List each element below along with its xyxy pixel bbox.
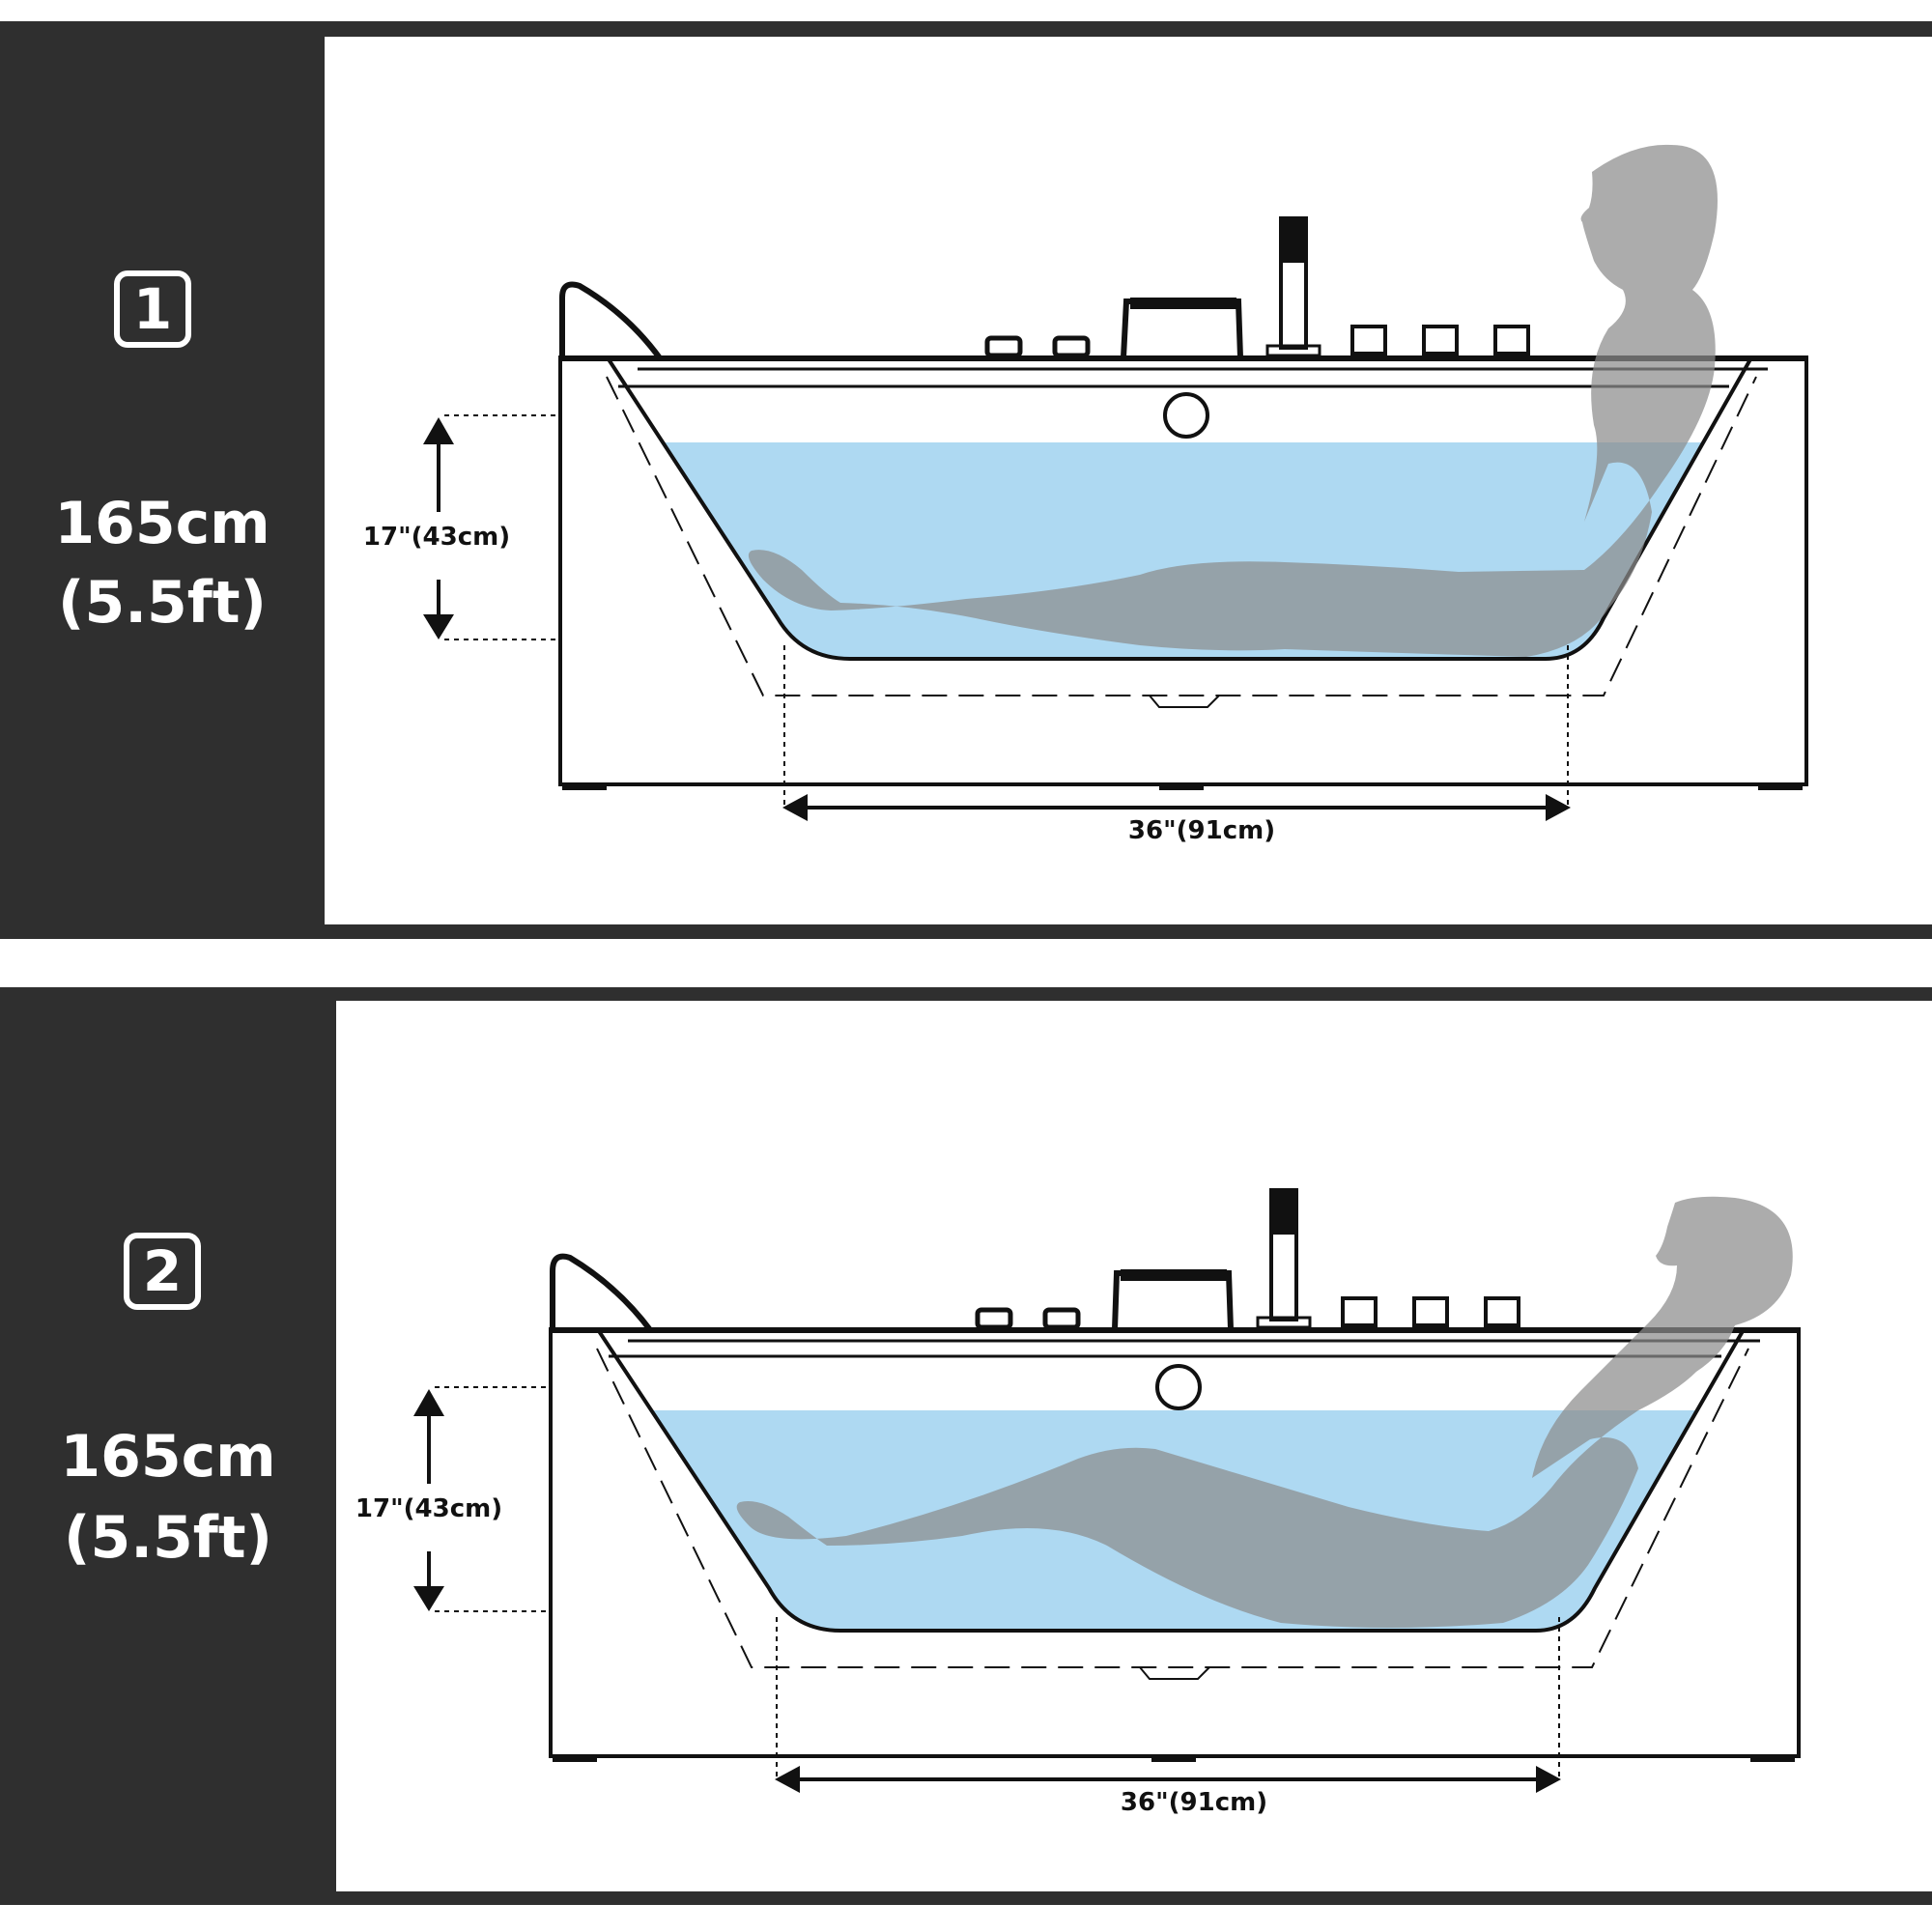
outer-skirt-dashed <box>606 376 1757 696</box>
depth-dimension-label: 17"(43cm) <box>355 1494 502 1523</box>
depth-dimension-label: 17"(43cm) <box>363 523 510 552</box>
deck-valve <box>1422 325 1459 355</box>
comparison-panel-1: 1 165cm (5.5ft) <box>0 21 1932 939</box>
inner-basin <box>597 1329 1745 1633</box>
deck-knob <box>984 335 1023 358</box>
overflow-drain <box>1155 1364 1202 1410</box>
bathtub-diagram-stage: 17"(43cm) 36"(91cm) <box>336 1001 1932 1891</box>
tub-foot <box>1758 782 1803 790</box>
person-height-ft: (5.5ft) <box>58 569 267 637</box>
tub-foot <box>1151 1754 1196 1762</box>
inner-basin <box>607 357 1752 661</box>
deck-valve <box>1350 325 1387 355</box>
deck-knob <box>1042 1307 1081 1330</box>
width-dimension-label: 36"(91cm) <box>1128 816 1275 845</box>
deck-valve <box>1484 1296 1520 1327</box>
panel-sidebar: 1 165cm (5.5ft) <box>0 21 325 939</box>
width-dimension-label: 36"(91cm) <box>1121 1788 1267 1817</box>
person-height-ft: (5.5ft) <box>64 1504 272 1572</box>
tub-foot <box>562 782 607 790</box>
panel-number-badge: 2 <box>124 1233 201 1310</box>
tub-spout <box>1112 1270 1234 1330</box>
deck-valve <box>1412 1296 1449 1327</box>
person-height-cm: 165cm <box>60 1423 276 1491</box>
tub-foot <box>1159 782 1204 790</box>
panel-sidebar: 2 165cm (5.5ft) <box>0 987 336 1905</box>
outer-skirt-dashed <box>596 1348 1749 1668</box>
deck-knob <box>1052 335 1091 358</box>
headrest <box>559 281 664 361</box>
bathtub-diagram-stage: 17"(43cm) 36"(91cm) <box>325 37 1932 924</box>
person-height-cm: 165cm <box>54 490 270 557</box>
deck-valve <box>1341 1296 1378 1327</box>
tub-foot <box>1750 1754 1795 1762</box>
deck-valve <box>1493 325 1530 355</box>
person-silhouette <box>736 1196 1793 1628</box>
panel-number-badge: 1 <box>114 270 191 348</box>
comparison-panel-2: 2 165cm (5.5ft) <box>0 987 1932 1905</box>
deck-knob <box>975 1307 1013 1330</box>
bathtub-diagram: 17"(43cm) 36"(91cm) <box>355 1188 1801 1817</box>
bathtub-diagram: 17"(43cm) 36"(91cm) <box>363 144 1808 845</box>
person-silhouette <box>748 144 1718 657</box>
headrest <box>550 1253 654 1333</box>
overflow-drain <box>1163 392 1209 439</box>
tub-foot <box>553 1754 597 1762</box>
tub-spout <box>1121 298 1243 358</box>
